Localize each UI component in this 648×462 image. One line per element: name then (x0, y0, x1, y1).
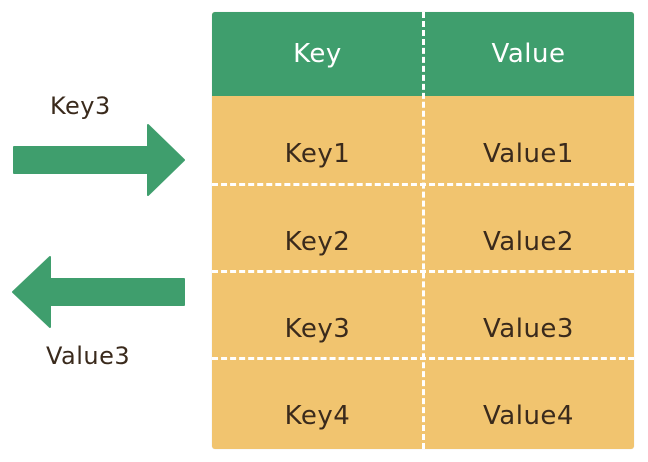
table-row-2-key: Key2 (284, 227, 351, 257)
table-row-2-value: Value2 (483, 227, 574, 257)
table-row-1-key: Key1 (284, 139, 351, 169)
header-key: Key (293, 39, 342, 69)
table-row-4-key: Key4 (284, 401, 351, 431)
row-divider (212, 270, 634, 273)
hash-table: Key Value Key1 Value1 Key2 Value2 Key3 V… (212, 12, 634, 449)
table-row-1-value: Value1 (483, 139, 574, 169)
table-row-3-key: Key3 (284, 314, 351, 344)
column-divider (422, 12, 425, 449)
arrow-right-icon (13, 124, 185, 196)
output-value-label: Value3 (46, 342, 131, 370)
header-value: Value (491, 39, 566, 69)
arrow-left-icon (12, 256, 185, 328)
input-key-label: Key3 (50, 92, 111, 120)
table-row-4-value: Value4 (483, 401, 574, 431)
row-divider (212, 357, 634, 360)
table-row-3-value: Value3 (483, 314, 574, 344)
row-divider (212, 183, 634, 186)
